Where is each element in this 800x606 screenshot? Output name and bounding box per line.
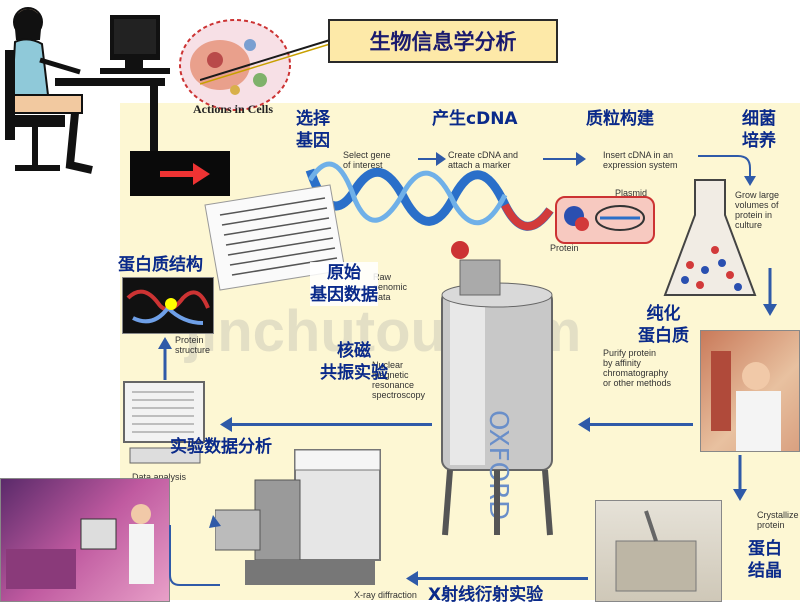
connector-line: [200, 39, 331, 85]
xray-machine: [215, 449, 381, 585]
protein-structure-image: [122, 277, 214, 334]
arrow-head-icon: [406, 571, 418, 586]
person-computer-clipart: [5, 7, 170, 181]
arrow-to-crystal: [733, 455, 747, 501]
step-xray: X射线衍射实验: [428, 585, 544, 605]
arrow-nmr-to-analysis: [232, 423, 432, 426]
step-analysis: 实验数据分析: [170, 437, 272, 457]
step-nmr: 核磁 共振实验: [320, 341, 388, 383]
arrow-xray-line: [418, 577, 588, 580]
arrow-purify-to-nmr: [588, 423, 693, 426]
step-crystal: 蛋白 结晶: [748, 539, 782, 581]
cell-image: [179, 19, 291, 111]
flask-image: [663, 179, 757, 296]
step-plasmid: 质粒构建: [586, 109, 654, 129]
crystallize-en: Crystallize protein: [757, 510, 799, 530]
arrow-head-icon: [576, 152, 586, 166]
select-en: Select gene of interest: [343, 150, 391, 170]
computer-image: [123, 381, 205, 464]
nmr-machine: OXFORD: [441, 241, 553, 536]
arrow-cdna-to-plasmid: [543, 158, 578, 160]
arrow-select-to-cdna: [418, 158, 438, 160]
step-structure: 蛋白质结构: [118, 255, 203, 275]
arrow-head-icon: [436, 152, 446, 166]
grow-en: Grow large volumes of protein in culture: [735, 190, 780, 230]
step-raw-data: 原始 基因数据: [310, 262, 378, 306]
purify-en: Purify protein by affinity chromatograph…: [603, 348, 672, 388]
arrow-head-icon: [578, 417, 590, 432]
arrow-plasmid-to-culture: [698, 155, 756, 186]
step-bacteria: 细菌 培养: [742, 109, 776, 151]
insert-en: Insert cDNA in an expression system: [603, 150, 678, 170]
nmr-en: Nuclear magnetic resonance spectroscopy: [372, 360, 426, 400]
data-analysis-en: Data analysis: [132, 472, 187, 482]
arrow-panel: [130, 151, 230, 196]
step-purify: 纯化 蛋白质: [638, 304, 689, 346]
arrow-culture-to-purify: [763, 268, 777, 316]
arrow-head-icon: [220, 417, 232, 432]
up-arrow-icon: [158, 337, 172, 380]
xray-en: X-ray diffraction: [354, 590, 417, 600]
cell-caption: Actions in Cells: [193, 102, 274, 116]
lab-photo-scientist: [700, 330, 800, 452]
lab-photo-crystal: [595, 500, 722, 602]
create-en: Create cDNA and attach a marker: [448, 150, 519, 170]
dna-helix: [305, 161, 554, 231]
title-box: 生物信息学分析: [328, 19, 558, 63]
raw-data-en: Raw genomic data: [373, 272, 408, 302]
step-cdna: 产生cDNA: [432, 109, 518, 129]
red-arrow-icon: [160, 163, 210, 185]
protein-label: Protein: [550, 243, 579, 253]
plasmid-icon: [564, 205, 645, 231]
arrow-to-xray-machine: [169, 515, 221, 586]
step-select-gene: 选择 基因: [296, 109, 330, 151]
plasmid-label: Plasmid: [615, 188, 648, 198]
lab-photo-corner: [0, 478, 170, 602]
protein-structure-en: Protein structure: [175, 335, 211, 355]
